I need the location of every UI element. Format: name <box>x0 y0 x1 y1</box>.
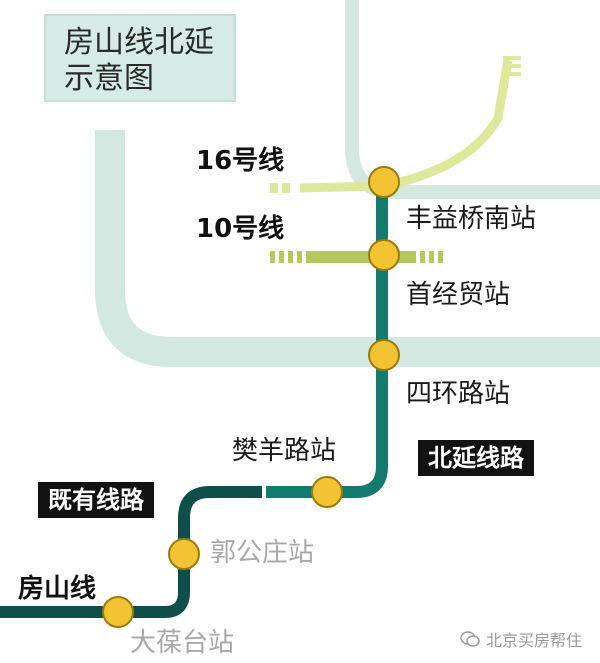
fangshan-line-label: 房山线 <box>18 574 97 604</box>
existing-line-tag: 既有线路 <box>38 482 154 518</box>
ring-road-vertical-right <box>345 0 600 199</box>
line-10-track <box>270 251 443 263</box>
map-title-line1: 房山线北延 <box>64 25 214 60</box>
station-label-dabaotai: 大葆台站 <box>130 628 235 658</box>
map-title-line2: 示意图 <box>64 61 154 96</box>
station-label-shoujingmao: 首经贸站 <box>406 280 511 310</box>
watermark: 北京买房帮住 <box>460 627 582 651</box>
ring-road-outer <box>95 130 600 367</box>
station-marker-fengyiqiaonan[interactable] <box>368 166 400 198</box>
station-label-guogongzhuang: 郭公庄站 <box>210 538 315 568</box>
wechat-icon <box>460 631 480 647</box>
watermark-text: 北京买房帮住 <box>485 631 582 650</box>
map-title-box: 房山线北延 示意图 <box>44 14 236 102</box>
station-label-sihuanlu: 四环路站 <box>406 379 511 409</box>
station-marker-shoujingmao[interactable] <box>368 239 400 271</box>
station-marker-sihuanlu[interactable] <box>368 339 400 371</box>
station-marker-guogongzhuang[interactable] <box>168 538 200 570</box>
station-label-fanyanglu: 樊羊路站 <box>232 436 337 466</box>
fangshan-line-extension <box>266 178 388 498</box>
station-label-fengyiqiaonan: 丰益桥南站 <box>406 204 537 234</box>
station-marker-dabaotai[interactable] <box>102 596 134 628</box>
station-marker-fanyanglu[interactable] <box>311 476 343 508</box>
line-10-label: 10号线 <box>196 214 285 244</box>
line-16-label: 16号线 <box>196 146 285 176</box>
extension-line-tag: 北延线路 <box>418 440 534 476</box>
